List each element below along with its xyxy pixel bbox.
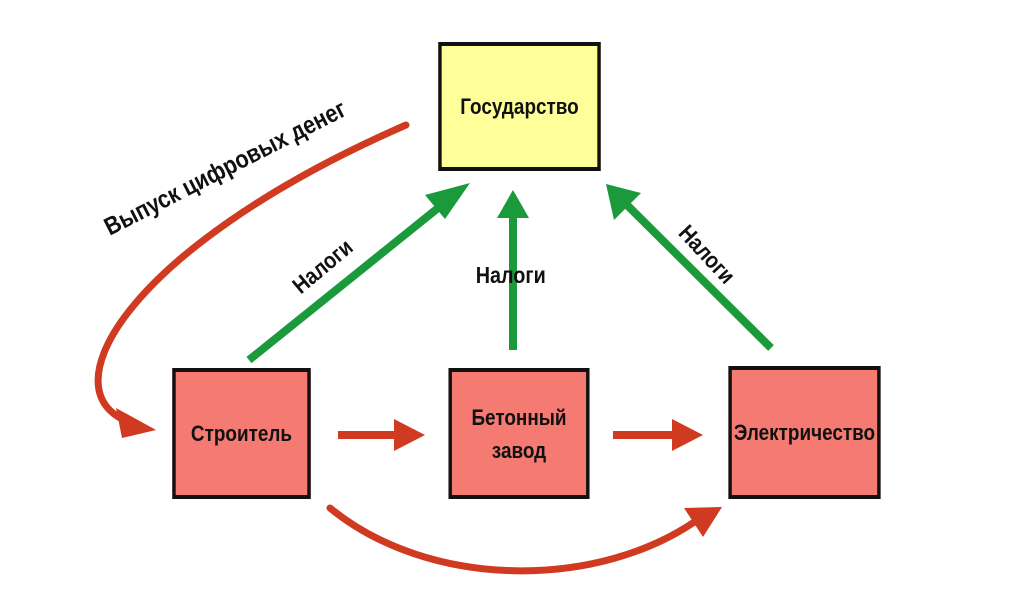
concrete-plant-label-line1: Бетонный bbox=[471, 404, 567, 430]
tax-left-arrow bbox=[246, 196, 451, 364]
state-label: Государство bbox=[460, 94, 579, 119]
electricity-label: Электричество bbox=[733, 420, 876, 445]
money-issue-arrow bbox=[94, 121, 410, 429]
builder-to-electricity-arrowhead bbox=[684, 507, 722, 537]
builder-to-electricity-arrow bbox=[326, 504, 704, 575]
builder-node: Строитель bbox=[172, 368, 311, 499]
tax-right-arrow bbox=[623, 201, 774, 351]
concrete-to-electricity-arrowhead bbox=[672, 419, 703, 451]
electricity-node: Электричество bbox=[728, 366, 881, 499]
money-issue-arrowhead bbox=[116, 408, 156, 438]
tax-center-arrowhead bbox=[497, 190, 529, 218]
builder-label: Строитель bbox=[190, 421, 293, 446]
concrete-plant-node: Бетонный завод bbox=[448, 368, 590, 499]
builder-to-concrete-arrowhead bbox=[394, 419, 425, 451]
tax-left-arrowhead bbox=[425, 183, 470, 219]
tax-center-label: Налоги bbox=[475, 262, 546, 288]
tax-right-arrowhead bbox=[606, 184, 641, 220]
state-node: Государство bbox=[438, 42, 601, 171]
concrete-plant-label-line2: завод bbox=[491, 437, 547, 463]
